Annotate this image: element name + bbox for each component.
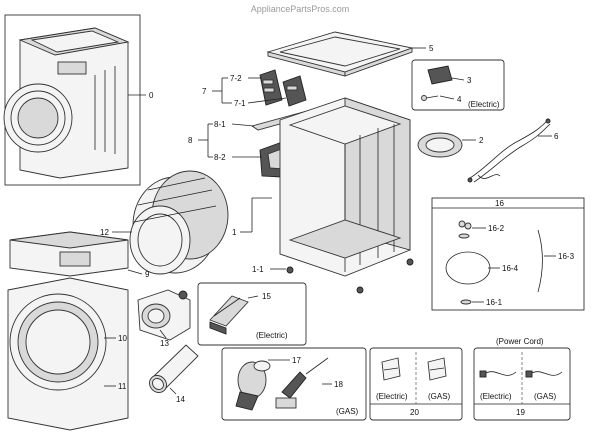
part-label-2: 2 — [479, 136, 484, 145]
part-label-12: 12 — [100, 228, 109, 237]
part-label-10: 10 — [118, 334, 127, 343]
drum: 12 — [100, 170, 229, 275]
top-panel: 5 — [266, 31, 434, 77]
part-label-9: 9 — [145, 270, 150, 279]
part-label-7-1: 7-1 — [234, 99, 246, 108]
terminal-block-box: 3 4 (Electric) — [411, 59, 505, 111]
gas-burner-box: 17 18 (GAS) — [221, 347, 367, 421]
part-label-3: 3 — [467, 76, 472, 85]
part-label-0: 0 — [149, 91, 154, 100]
caption-gas-19: (GAS) — [534, 392, 557, 401]
heater-box: 15 (Electric) — [197, 282, 307, 346]
part-label-16-2: 16-2 — [488, 224, 505, 233]
part-label-19: 19 — [516, 408, 525, 417]
assembled-dryer-box: 0 — [3, 14, 154, 186]
part-label-4: 4 — [457, 95, 462, 104]
caption-electric-15: (Electric) — [256, 331, 288, 340]
exhaust-duct-ring: 2 — [417, 132, 484, 158]
caption-electric-19: (Electric) — [480, 392, 512, 401]
cabinet: 1 1-1 — [232, 97, 414, 294]
gas-kit-box: 16 16-2 16-4 16-3 16-1 — [431, 197, 585, 311]
caption-electric-3: (Electric) — [468, 100, 500, 109]
front-control-panel: 9 — [9, 231, 150, 279]
front-door-assembly: 10 11 — [7, 277, 129, 431]
part-label-16-1: 16-1 — [486, 298, 503, 307]
caption-gas-20: (GAS) — [428, 392, 451, 401]
part-label-7: 7 — [202, 87, 207, 96]
blower-housing: 13 — [137, 289, 191, 348]
exhaust-duct-tube: 14 — [149, 344, 199, 404]
part-label-18: 18 — [334, 380, 343, 389]
part-label-5: 5 — [429, 44, 434, 53]
wire-harness: 6 — [467, 118, 559, 183]
caption-electric-20: (Electric) — [376, 392, 408, 401]
part-label-6: 6 — [554, 132, 559, 141]
part-label-15: 15 — [262, 292, 271, 301]
part-label-20: 20 — [410, 408, 419, 417]
part-label-8: 8 — [188, 136, 193, 145]
part-20-box: (Electric) (GAS) 20 — [369, 347, 463, 421]
part-label-8-1: 8-1 — [214, 120, 226, 129]
part-label-14: 14 — [176, 395, 185, 404]
assembled-dryer-drawing — [3, 27, 130, 179]
part-label-16-4: 16-4 — [502, 264, 519, 273]
watermark: AppliancePartsPros.com — [251, 4, 350, 14]
part-label-17: 17 — [292, 356, 301, 365]
part-label-16: 16 — [495, 199, 504, 208]
control-module-group: 7-2 7-1 7 — [202, 69, 307, 108]
caption-gas-17: (GAS) — [336, 407, 359, 416]
part-label-11: 11 — [118, 382, 127, 391]
part-label-1: 1 — [232, 228, 237, 237]
power-cord-box: (Power Cord) (Electric) (GAS) 19 — [473, 337, 571, 421]
caption-power-cord: (Power Cord) — [496, 337, 544, 346]
part-label-7-2: 7-2 — [230, 74, 242, 83]
part-label-8-2: 8-2 — [214, 153, 226, 162]
part-label-13: 13 — [160, 339, 169, 348]
part-label-16-3: 16-3 — [558, 252, 575, 261]
part-label-1-1: 1-1 — [252, 265, 264, 274]
